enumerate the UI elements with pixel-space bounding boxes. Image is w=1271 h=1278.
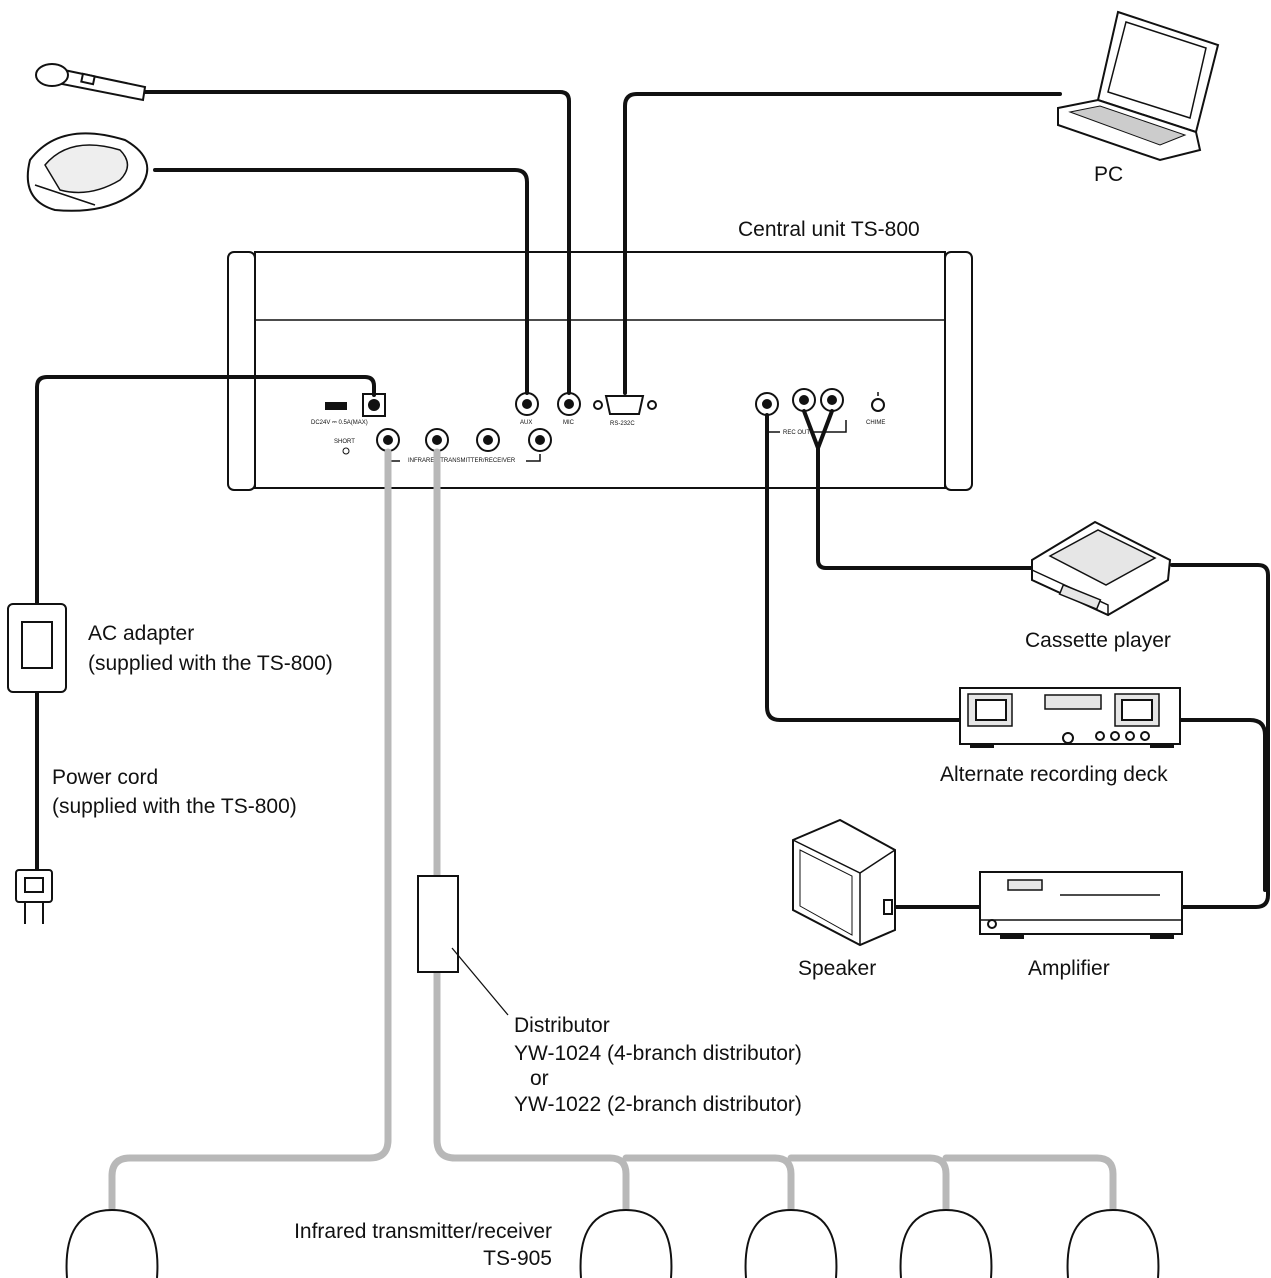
power-cord-label: Power cord <box>52 766 158 789</box>
distributor-icon <box>417 875 509 1016</box>
infrared-cables <box>108 448 1117 1216</box>
ir-model: TS-905 <box>483 1247 552 1270</box>
power-cord-note: (supplied with the TS-800) <box>52 795 297 818</box>
amplifier-label: Amplifier <box>1028 957 1110 980</box>
ir-label: Infrared transmitter/receiver <box>294 1220 552 1243</box>
amplifier-icon <box>979 871 1183 939</box>
ir-receivers <box>65 1208 1160 1278</box>
rec-out-label: REC OUT <box>783 430 810 436</box>
mic-label: MIC <box>563 420 575 426</box>
dc-label: DC24V ⎓ 0.5A(MAX) <box>311 420 368 426</box>
laptop-pc-icon: PC <box>1057 10 1220 186</box>
pc-label: PC <box>1094 163 1123 186</box>
audio-cables <box>35 90 1270 909</box>
recording-deck-label: Alternate recording deck <box>940 763 1168 786</box>
recording-deck-icon <box>959 687 1181 748</box>
microphone-icon <box>35 63 147 102</box>
distributor-label: Distributor <box>514 1014 610 1037</box>
speaker-icon <box>792 818 896 947</box>
power-plug-icon <box>15 869 53 924</box>
ac-adapter-note: (supplied with the TS-800) <box>88 652 333 675</box>
speaker-label: Speaker <box>798 957 876 980</box>
distributor-or: or <box>530 1067 549 1090</box>
aux-label: AUX <box>520 420 532 426</box>
ac-adapter-icon <box>7 603 67 693</box>
distributor-model-b: YW-1022 (2-branch distributor) <box>514 1093 802 1116</box>
cassette-player-label: Cassette player <box>1025 629 1171 652</box>
central-unit-label: Central unit TS-800 <box>738 218 920 241</box>
rs232c-label: RS-232C <box>610 421 635 427</box>
cassette-player-icon <box>1031 520 1172 617</box>
ir-jacks-label: INFRARED TRANSMITTER/RECEIVER <box>408 458 516 464</box>
ir-jacks: INFRARED TRANSMITTER/RECEIVER <box>376 428 552 465</box>
chime-label: CHIME <box>866 420 885 426</box>
boundary-microphone-icon <box>26 132 149 212</box>
distributor-model-a: YW-1024 (4-branch distributor) <box>514 1042 802 1065</box>
ac-adapter-label: AC adapter <box>88 622 194 645</box>
short-label: SHORT <box>334 439 355 445</box>
central-unit: DC24V ⎓ 0.5A(MAX) SHORT INFRARED TRANSMI… <box>227 251 973 491</box>
